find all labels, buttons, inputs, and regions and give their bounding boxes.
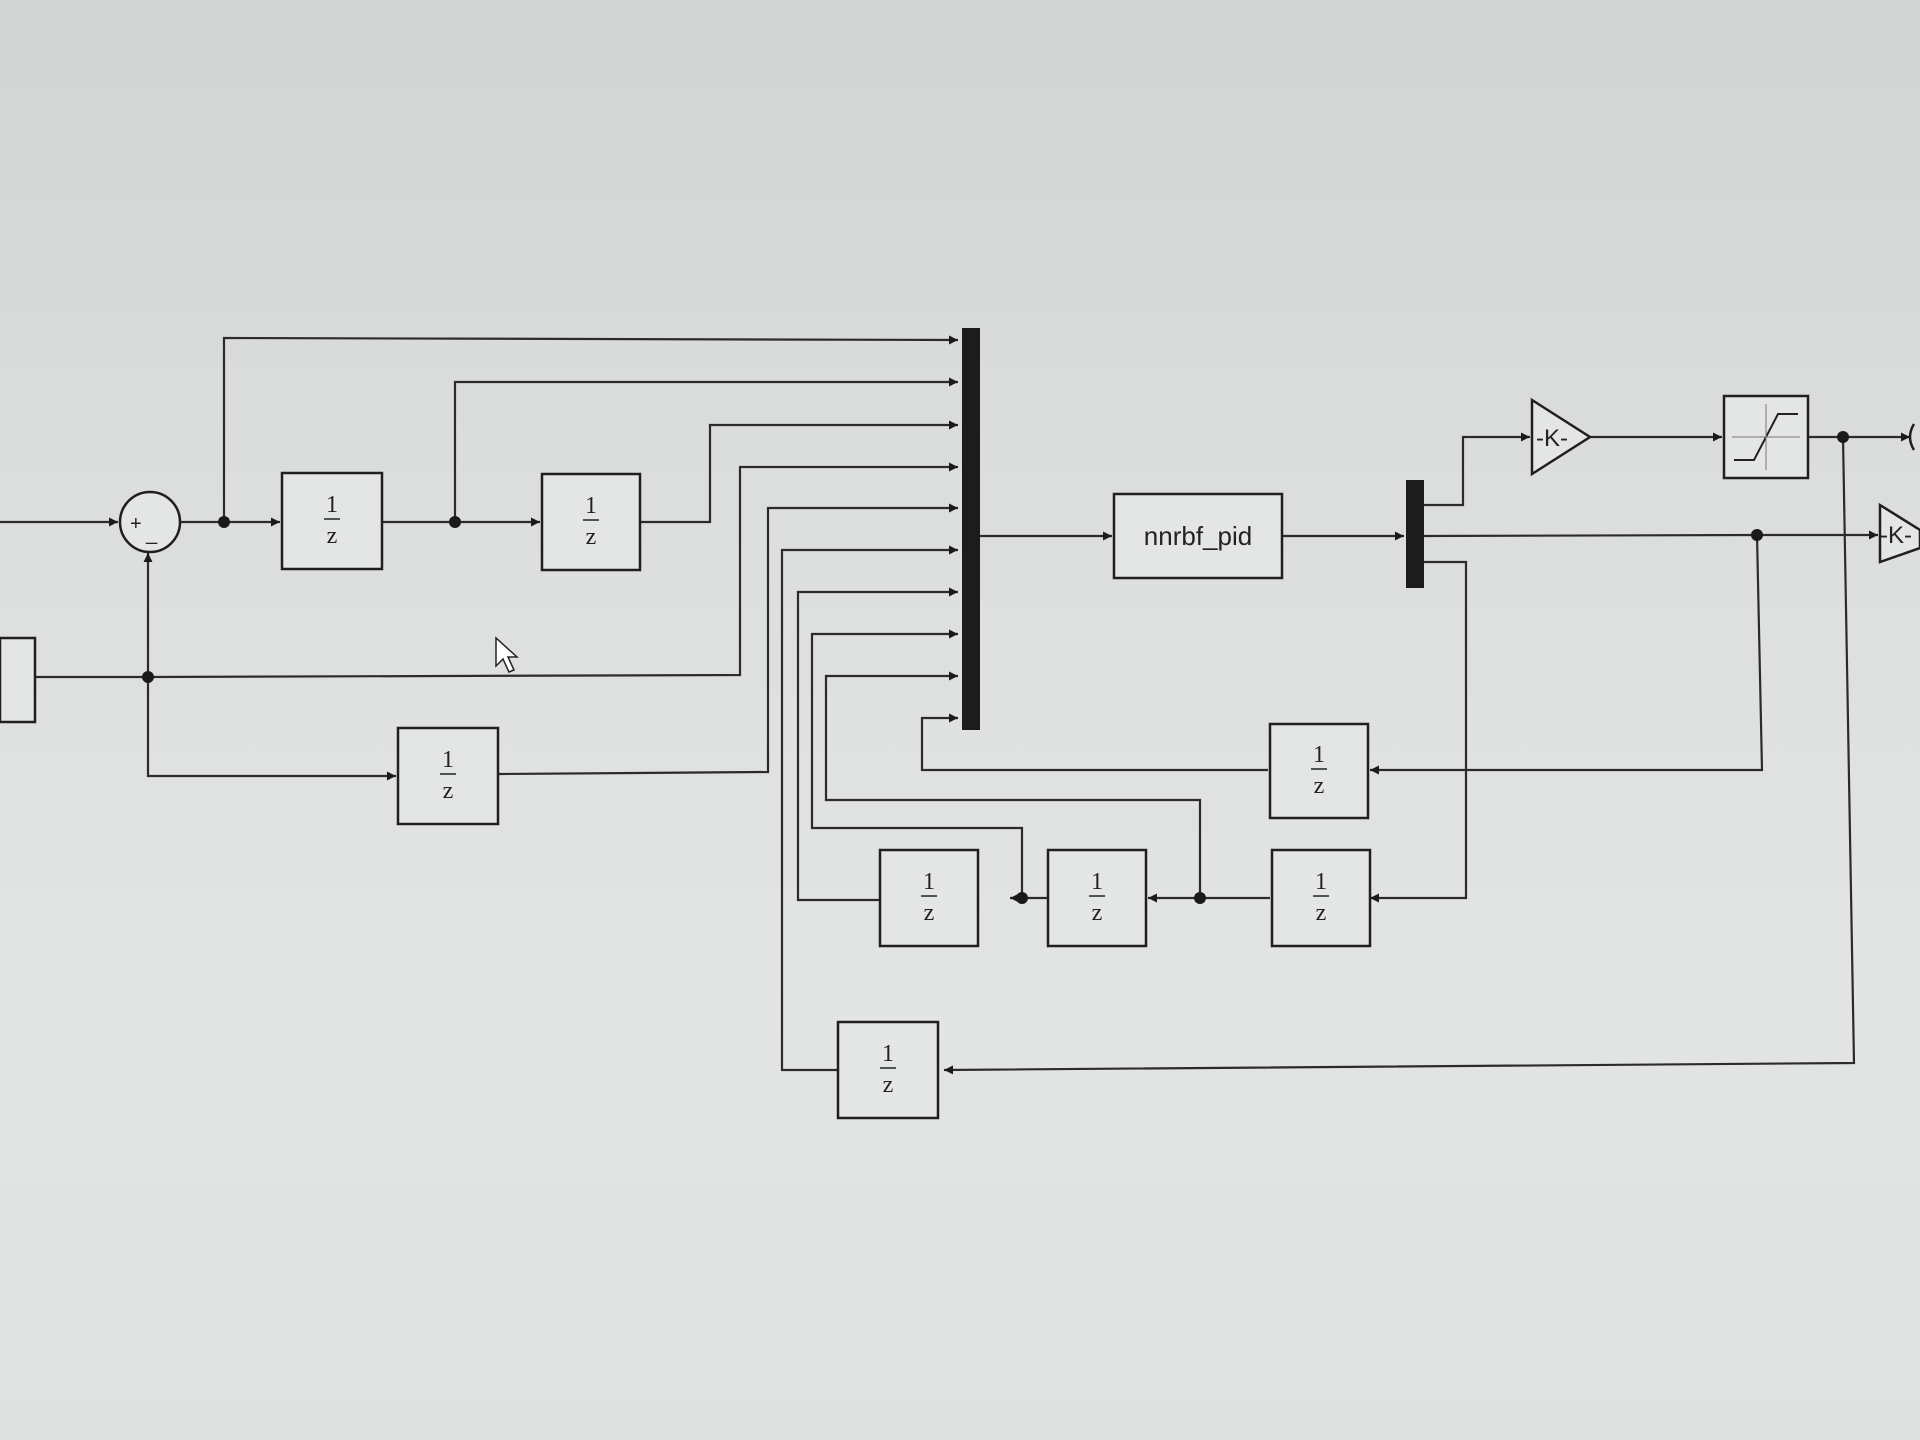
gain-label: -K- [1880, 522, 1912, 549]
delay-denominator: z [327, 523, 338, 549]
mux-block[interactable] [962, 328, 980, 730]
unit-delay-block-5[interactable]: 1 z [1046, 848, 1148, 948]
junction-dot [1837, 431, 1849, 443]
nnrbf-pid-block[interactable]: nnrbf_pid [1112, 492, 1284, 580]
junction-dot [1016, 892, 1028, 904]
control-feedback-line[interactable] [943, 436, 1856, 1075]
source-block[interactable] [0, 636, 37, 724]
mux-input-6-line[interactable] [780, 545, 958, 1072]
unit-delay-block-4[interactable]: 1 z [878, 848, 980, 948]
mux-input-2-line[interactable] [453, 377, 958, 522]
sum-minus-sign: _ [145, 523, 158, 545]
mux-input-3-line[interactable] [640, 420, 958, 524]
signal-lines [0, 335, 1910, 1075]
delay-denominator: z [883, 1072, 894, 1098]
unit-delay-block-1[interactable]: 1 z [280, 471, 384, 571]
unit-delay-block-7[interactable]: 1 z [1268, 722, 1370, 820]
delay-denominator: z [586, 524, 597, 550]
delay-numerator: 1 [1315, 869, 1327, 895]
delay-numerator: 1 [1091, 869, 1103, 895]
gain-block-1[interactable]: -K- [1530, 397, 1593, 477]
delay-denominator: z [1092, 900, 1103, 926]
mux-input-4-line[interactable] [147, 462, 958, 679]
delay-numerator: 1 [326, 492, 338, 518]
junction-dot [142, 671, 154, 683]
demux-out-2-line[interactable] [1423, 533, 1758, 538]
unit-delay-block-3[interactable]: 1 z [396, 726, 500, 826]
sum-block[interactable]: + _ [118, 490, 182, 554]
delay-numerator: 1 [442, 747, 454, 773]
output-port-stub[interactable] [1908, 423, 1916, 451]
gain-block-2[interactable]: -K- [1878, 502, 1920, 564]
feedback-to-delay3-line[interactable] [146, 677, 396, 781]
delay-denominator: z [1316, 900, 1327, 926]
delay-numerator: 1 [923, 869, 935, 895]
junction-dot [1751, 529, 1763, 541]
delay-numerator: 1 [585, 493, 597, 519]
mux-input-1-line[interactable] [222, 335, 959, 522]
demux-out-3-line[interactable] [1370, 560, 1468, 903]
mux-input-5-line[interactable] [497, 503, 958, 776]
mouse-cursor-icon [495, 636, 519, 673]
unit-delay-block-6[interactable]: 1 z [1270, 848, 1372, 948]
demux-block[interactable] [1406, 480, 1424, 588]
mux-input-9-line[interactable] [824, 671, 1202, 898]
delay-denominator: z [443, 778, 454, 804]
delay-denominator: z [924, 900, 935, 926]
delay-denominator: z [1314, 773, 1325, 799]
nnrbf-pid-label: nnrbf_pid [1144, 521, 1252, 551]
saturation-block[interactable] [1722, 394, 1810, 480]
mux-input-8-line[interactable] [810, 629, 1024, 898]
delay-numerator: 1 [882, 1041, 894, 1067]
unit-delay-block-2[interactable]: 1 z [540, 472, 642, 572]
demux-out-1-line[interactable] [1424, 432, 1530, 507]
junction-dot [218, 516, 230, 528]
delay-numerator: 1 [1313, 742, 1325, 768]
sum-plus-sign: + [130, 513, 142, 535]
demux-out-2-feedback-line[interactable] [1370, 534, 1764, 775]
junction-dot [1194, 892, 1206, 904]
unit-delay-block-8[interactable]: 1 z [836, 1020, 940, 1120]
junction-dot [449, 516, 461, 528]
gain-label: -K- [1536, 425, 1568, 452]
junction-dots [142, 431, 1849, 904]
mux-input-10-line[interactable] [920, 713, 1268, 772]
mux-input-7-line[interactable] [796, 587, 958, 902]
